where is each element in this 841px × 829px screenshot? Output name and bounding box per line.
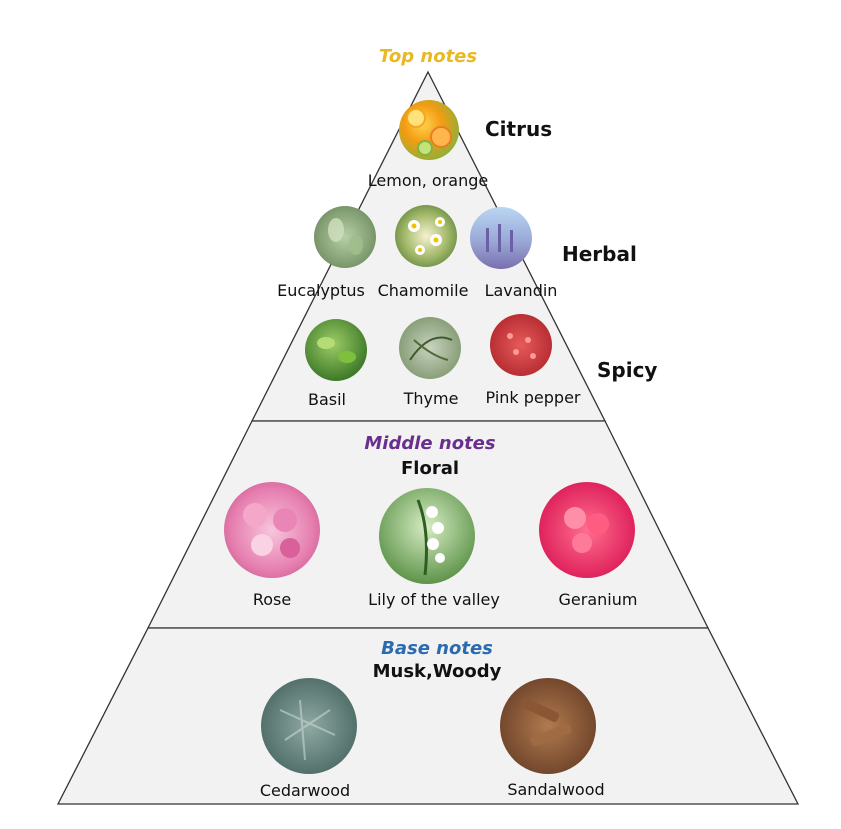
floral-title: Floral: [400, 458, 460, 479]
citrus-image: [399, 100, 459, 160]
sandalwood-label: Sandalwood: [507, 780, 605, 799]
rose-label: Rose: [252, 590, 292, 609]
lavandin-label: Lavandin: [484, 281, 558, 300]
thyme-label: Thyme: [403, 389, 459, 408]
chamomile-image: [395, 205, 457, 267]
spicy-title: Spicy: [597, 358, 658, 382]
cedarwood-label: Cedarwood: [259, 781, 351, 800]
lily-of-the-valley-image: [379, 488, 475, 584]
basil-label: Basil: [307, 390, 347, 409]
herbal-title: Herbal: [562, 242, 637, 266]
rose-image: [224, 482, 320, 578]
eucalyptus-image: [314, 206, 376, 268]
base-notes-header: Base notes: [381, 638, 493, 659]
top-notes-header: Top notes: [378, 46, 478, 67]
citrus-title: Citrus: [485, 117, 553, 141]
citrus-label: Lemon, orange: [367, 171, 489, 190]
pink-pepper-label: Pink pepper: [485, 388, 581, 407]
cedarwood-image: [261, 678, 357, 774]
lily-label: Lily of the valley: [368, 590, 500, 609]
chamomile-label: Chamomile: [377, 281, 469, 300]
geranium-image: [539, 482, 635, 578]
musk-woody-title: Musk,Woody: [372, 661, 502, 682]
thyme-image: [399, 317, 461, 379]
middle-notes-header: Middle notes: [364, 433, 496, 454]
pink-pepper-image: [490, 314, 552, 376]
sandalwood-image: [500, 678, 596, 774]
basil-image: [305, 319, 367, 381]
base-tier: [56, 627, 800, 805]
eucalyptus-label: Eucalyptus: [277, 281, 365, 300]
geranium-label: Geranium: [558, 590, 638, 609]
lavandin-image: [470, 207, 532, 269]
